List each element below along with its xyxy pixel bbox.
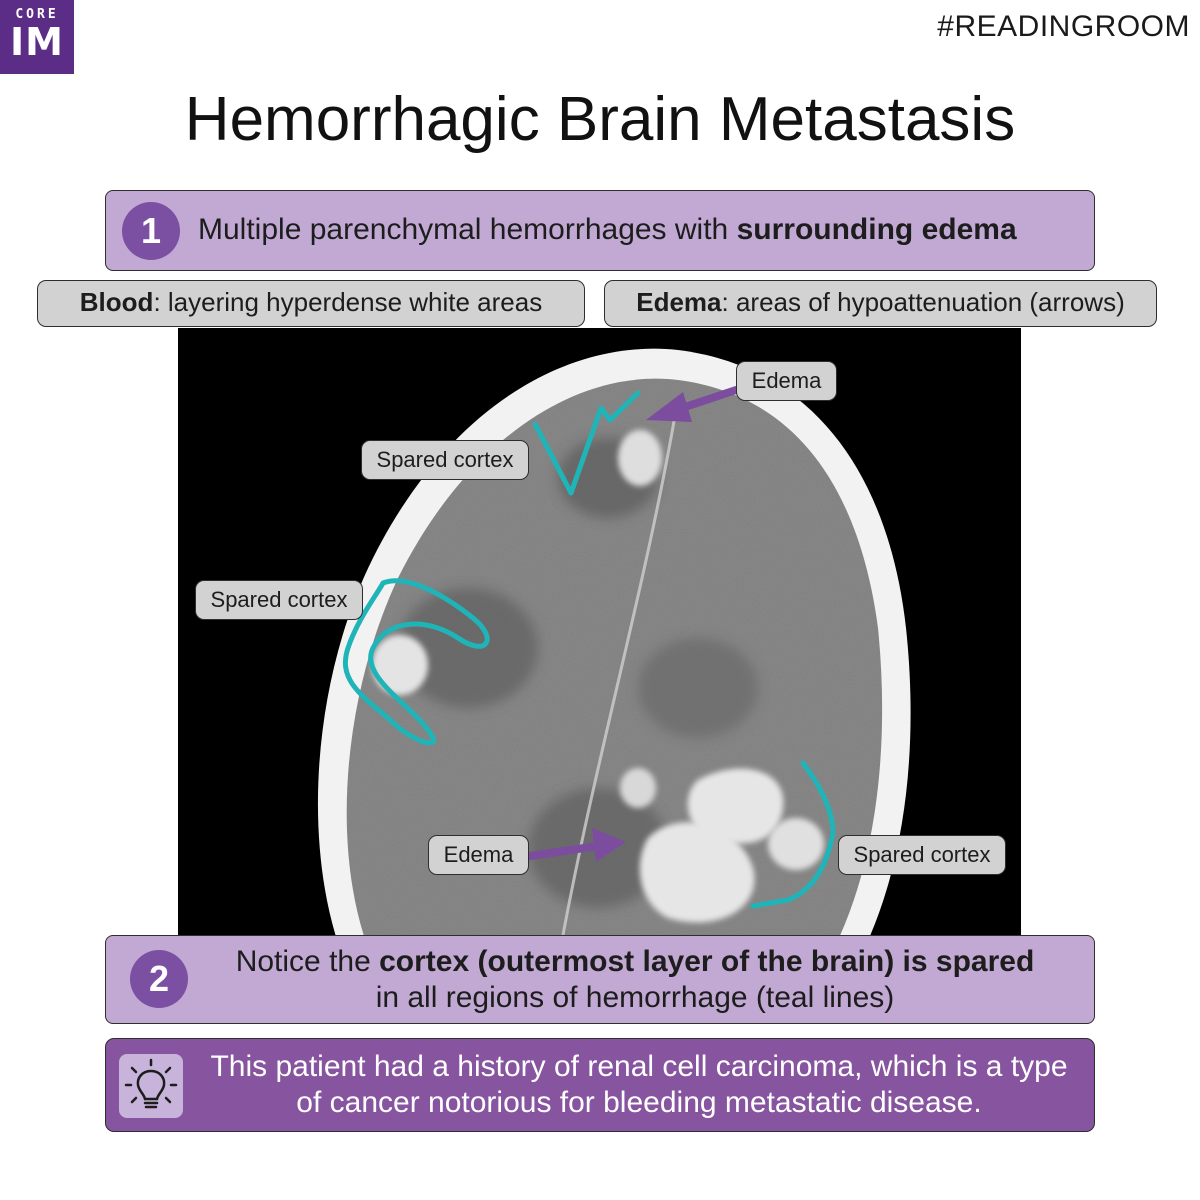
step-1-text: Multiple parenchymal hemorrhages with su… [198,213,1017,246]
step-1-number: 1 [122,202,180,260]
scan-label-edema-top: Edema [736,361,837,401]
core-im-logo: CORE IM [0,0,74,74]
hashtag: #READINGROOM [937,10,1190,43]
scan-label-spared-cortex-2: Spared cortex [195,580,363,620]
lightbulb-icon [119,1054,183,1118]
clinical-tip-text: This patient had a history of renal cell… [210,1050,1068,1119]
clinical-tip-box: This patient had a history of renal cell… [105,1038,1095,1132]
step-2-number: 2 [130,950,188,1008]
teal-line-right [750,760,836,909]
page-title: Hemorrhagic Brain Metastasis [184,85,1016,154]
scan-label-edema-bottom: Edema [428,835,529,875]
scan-label-spared-cortex-1: Spared cortex [361,440,529,480]
teal-line-top [532,390,641,496]
teal-line-left [342,578,490,746]
blood-legend: Blood: layering hyperdense white areas [37,280,585,327]
logo-line-1: CORE [15,7,59,22]
step-1-box: 1 Multiple parenchymal hemorrhages with … [105,190,1095,271]
step-2-box: 2 Notice the cortex (outermost layer of … [105,935,1095,1024]
edema-arrow-bottom [526,828,626,862]
logo-line-2: IM [10,20,64,64]
edema-legend: Edema: areas of hypoattenuation (arrows) [604,280,1157,327]
step-2-text: Notice the cortex (outermost layer of th… [235,945,1035,1014]
scan-label-spared-cortex-3: Spared cortex [838,835,1006,875]
edema-arrow-top [646,386,740,422]
